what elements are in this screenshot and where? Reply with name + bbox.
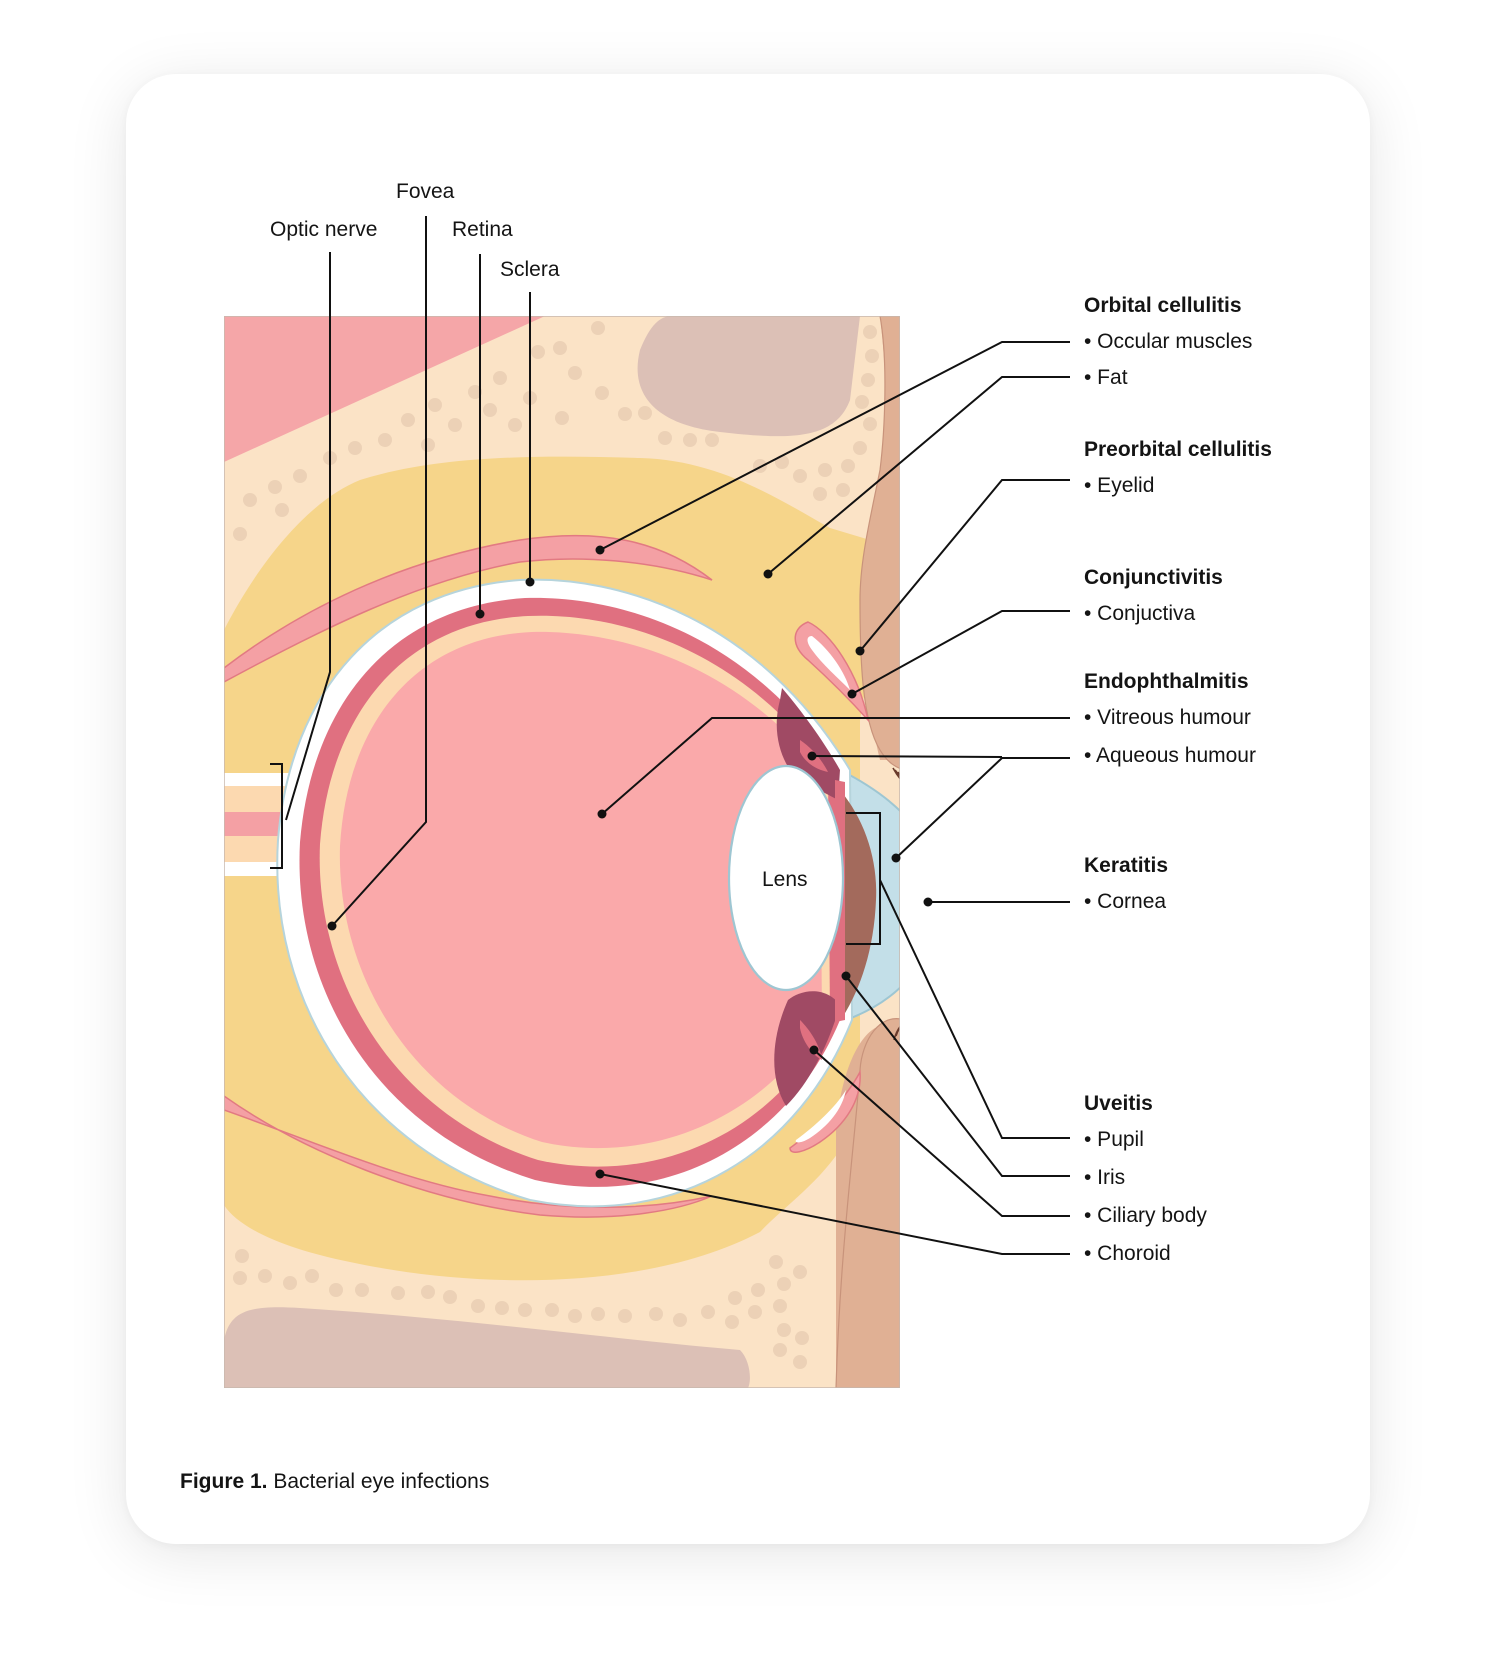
orbital-cellulitis-heading: Orbital cellulitis — [1084, 294, 1242, 317]
ciliary-body-lower — [774, 991, 840, 1106]
upper-sinus — [637, 316, 860, 437]
choroid-item: • Choroid — [1084, 1242, 1171, 1265]
sclera-label: Sclera — [500, 258, 560, 281]
occular-muscles-item: • Occular muscles — [1084, 330, 1252, 353]
eye-anatomy — [224, 316, 900, 1388]
upper-fornix — [807, 636, 850, 690]
eyelid-item: • Eyelid — [1084, 474, 1154, 497]
anatomy-leader-dots — [327, 577, 535, 931]
lower-sinus — [224, 1307, 750, 1388]
upper-tissue — [224, 316, 545, 462]
vitreous-humour-item: • Vitreous humour — [1084, 706, 1251, 729]
optic-nerve-label: Optic nerve — [270, 218, 377, 241]
fovea-label: Fovea — [396, 180, 455, 203]
iris — [840, 790, 877, 1018]
lens — [727, 764, 845, 992]
ciliary-body-item: • Ciliary body — [1084, 1204, 1207, 1227]
infection-leader-lines — [599, 341, 1070, 1255]
preorbital-cellulitis-heading: Preorbital cellulitis — [1084, 438, 1272, 461]
caption-text: Bacterial eye infections — [273, 1470, 490, 1493]
vitreous-humour — [339, 631, 822, 1149]
fat-item: • Fat — [1084, 366, 1128, 389]
lens-label: Lens — [762, 868, 808, 891]
upper-eyelid — [859, 316, 900, 769]
conjunctivitis-heading: Conjunctivitis — [1084, 566, 1223, 589]
iris-item: • Iris — [1084, 1166, 1125, 1189]
uveitis-heading: Uveitis — [1084, 1092, 1153, 1115]
pupil-item: • Pupil — [1084, 1128, 1144, 1151]
endophthalmitis-heading: Endophthalmitis — [1084, 670, 1249, 693]
infection-labels: Orbital cellulitis • Occular muscles • F… — [1084, 294, 1272, 1265]
aqueous-humour-item: • Aqueous humour — [1084, 744, 1256, 767]
cornea-item: • Cornea — [1084, 890, 1166, 913]
infection-leader-dots — [595, 545, 933, 1179]
lower-fornix — [795, 1090, 846, 1143]
anatomy-leader-lines — [270, 216, 531, 927]
conjuctiva-item: • Conjuctiva — [1084, 602, 1196, 625]
superior-muscle — [224, 534, 713, 683]
figure-caption: Figure 1. Bacterial eye infections — [180, 1470, 489, 1494]
retina-label: Retina — [452, 218, 513, 241]
caption-prefix: Figure 1. — [180, 1470, 268, 1493]
keratitis-heading: Keratitis — [1084, 854, 1168, 877]
